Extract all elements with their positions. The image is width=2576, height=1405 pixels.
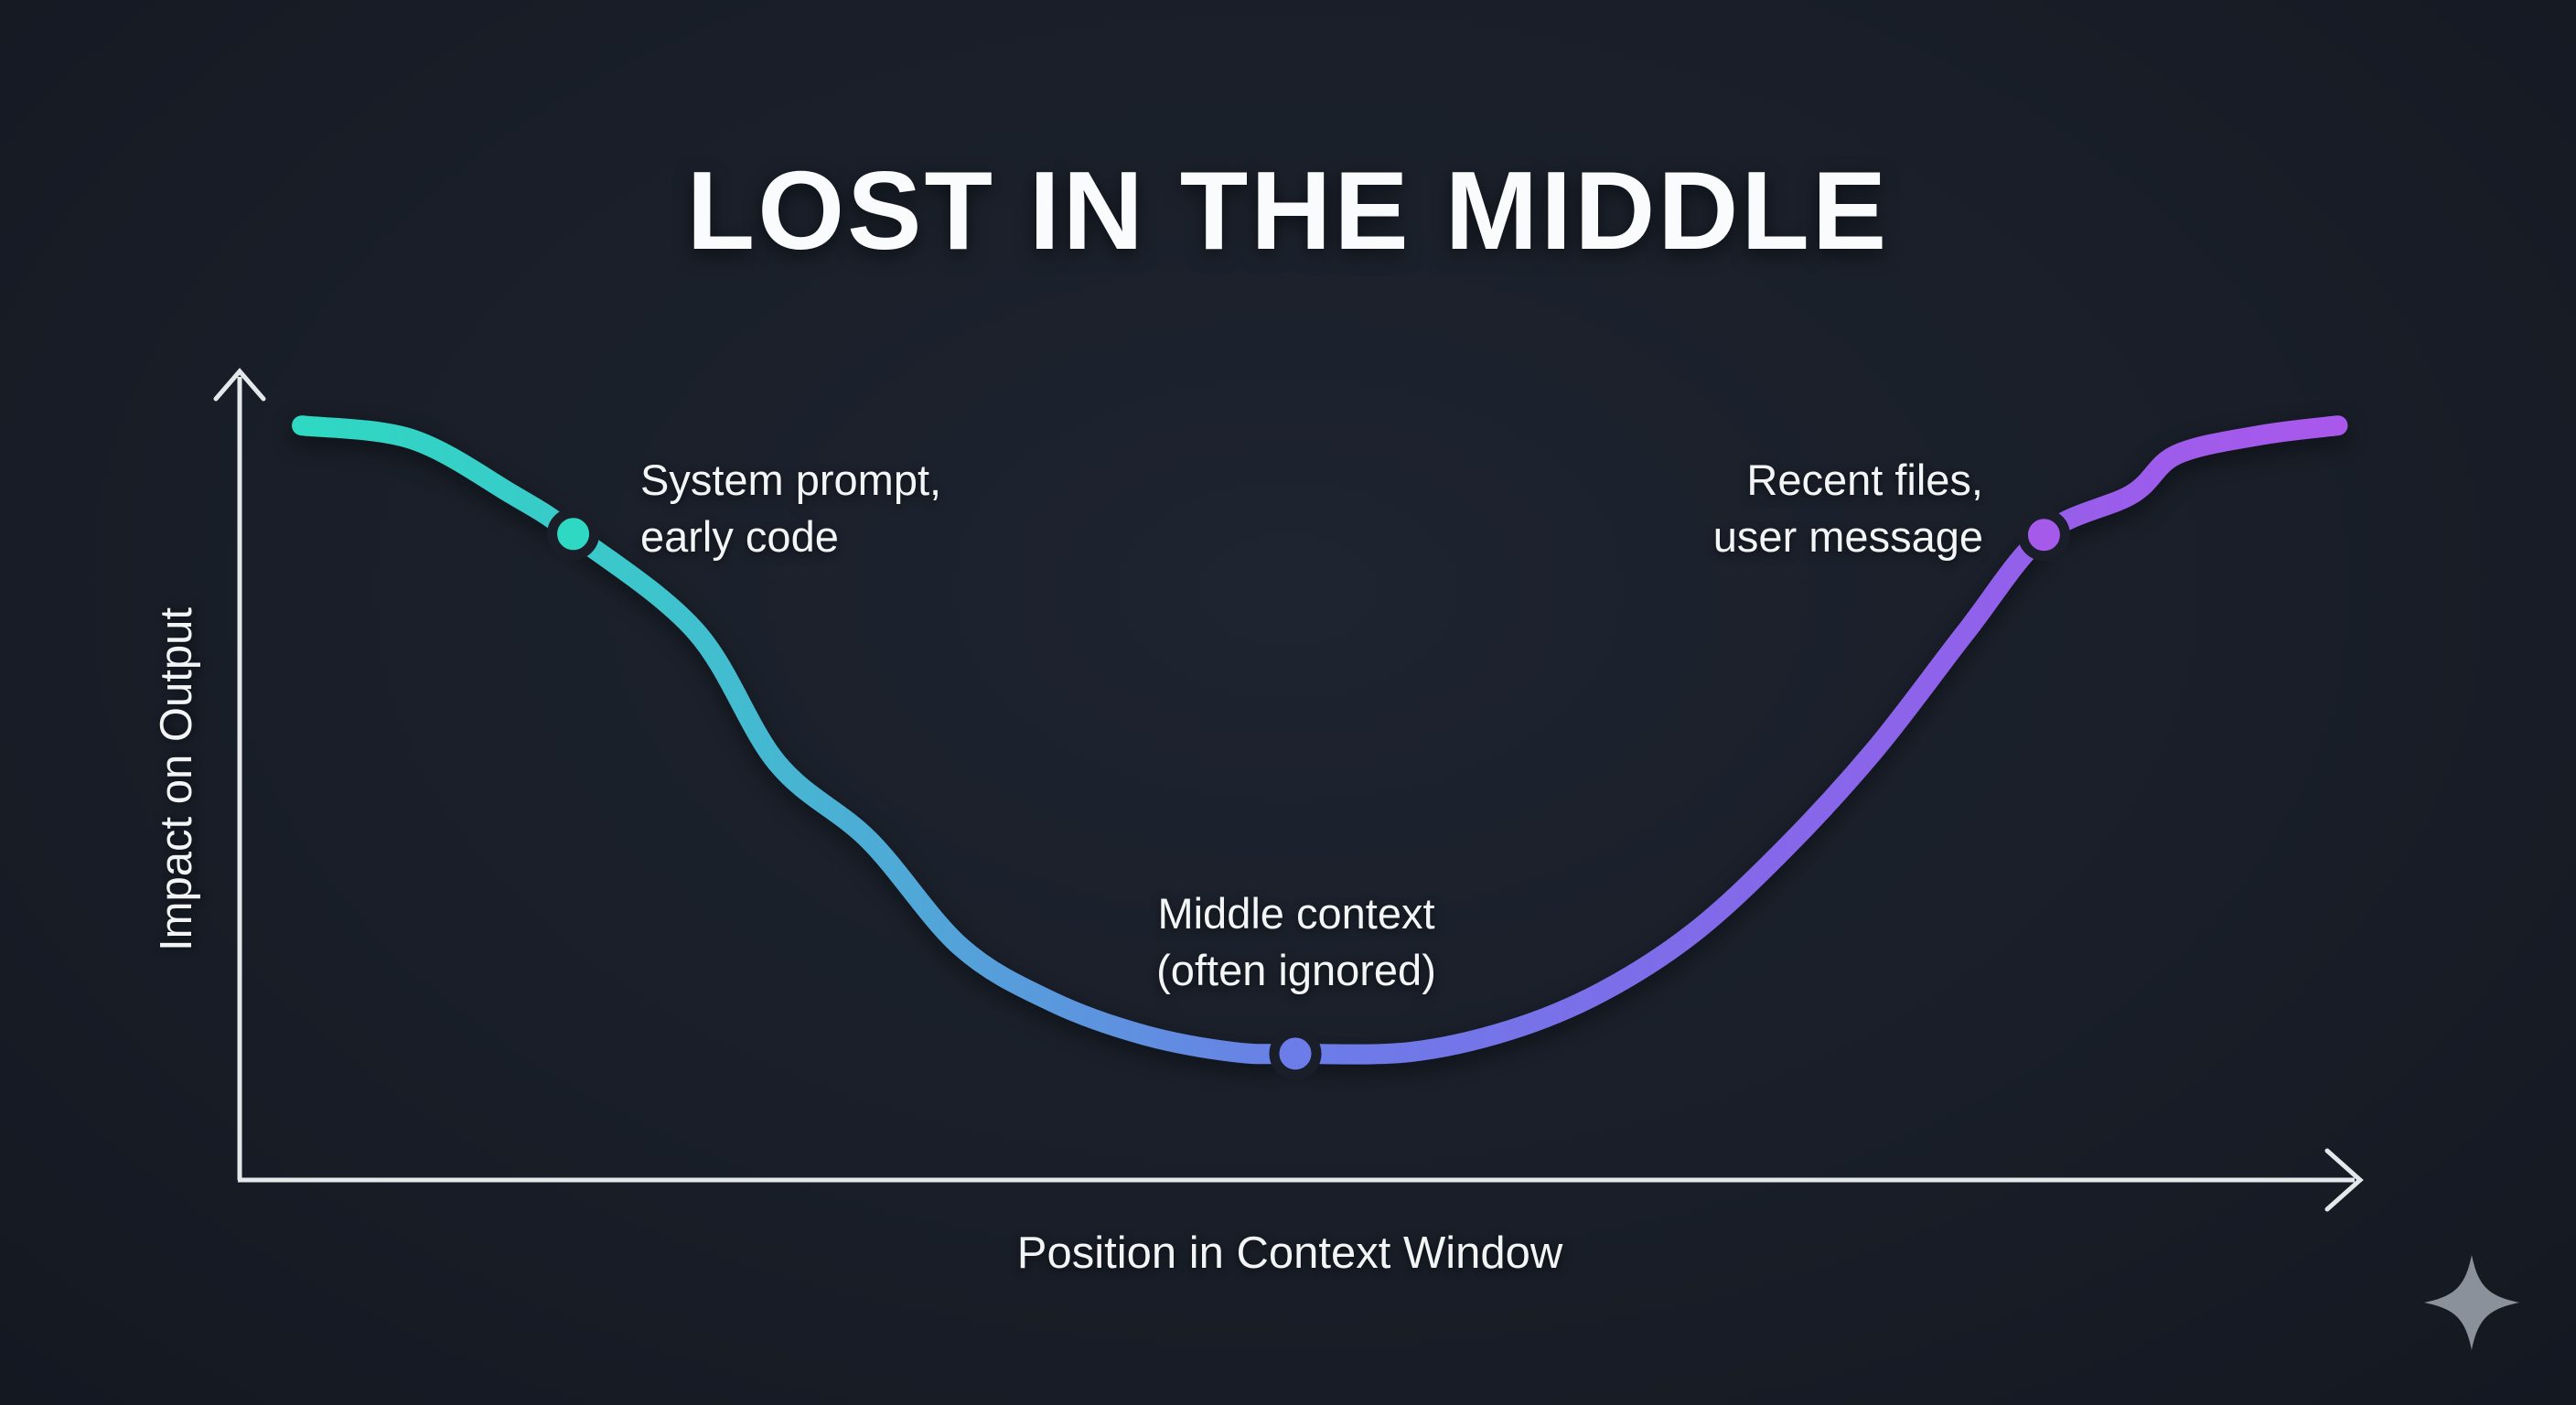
- annotation-system-prompt: System prompt, early code: [640, 452, 941, 565]
- sparkle-icon: [2424, 1255, 2519, 1350]
- annotation-line: System prompt,: [640, 456, 942, 504]
- annotation-middle-context: Middle context (often ignored): [1156, 885, 1436, 999]
- curve-dot-system-prompt: [547, 508, 600, 561]
- annotation-line: early code: [640, 512, 839, 561]
- annotation-line: Recent files,: [1746, 456, 1983, 504]
- x-axis-arrow-icon: [2324, 1148, 2364, 1212]
- annotation-line: (often ignored): [1156, 946, 1436, 994]
- x-axis-label: Position in Context Window: [1016, 1228, 1563, 1278]
- y-axis-arrow-icon: [213, 368, 266, 402]
- annotation-line: Middle context: [1157, 889, 1435, 938]
- annotation-recent-files: Recent files, user message: [1713, 452, 1983, 565]
- slide-title: LOST IN THE MIDDLE: [686, 148, 1890, 273]
- y-axis-label: Impact on Output: [152, 607, 201, 951]
- axes: [213, 368, 2364, 1212]
- curve-dot-middle-context: [1269, 1027, 1322, 1080]
- curve-dot-recent-files: [2017, 509, 2070, 562]
- annotation-line: user message: [1712, 512, 1983, 561]
